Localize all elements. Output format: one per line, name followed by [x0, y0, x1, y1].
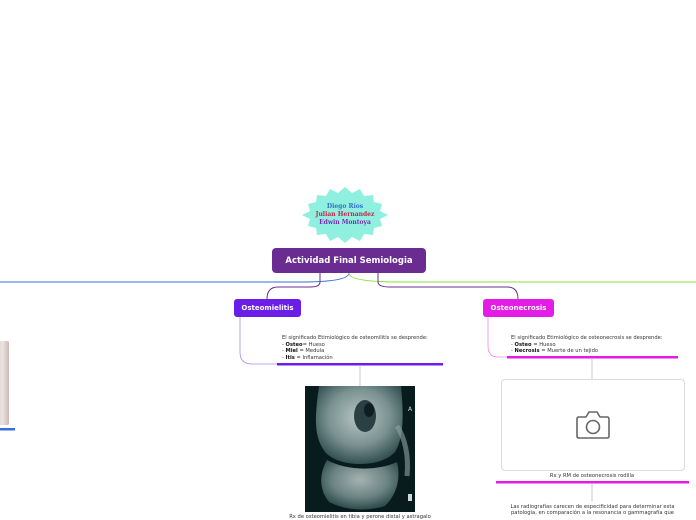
xray-illustration: A [315, 386, 413, 510]
etymology-item: - Itis = Inflamación [282, 354, 333, 361]
etymology-item: - Osteo = Hueso [511, 341, 556, 348]
camera-icon [576, 411, 610, 439]
etymology-intro: El significado Etimiológico de osteonecr… [511, 335, 663, 341]
etymology-intro: El significado Etimiológico de osteomili… [282, 335, 428, 341]
author-name: Julian Hernandez [315, 211, 375, 218]
left-branch-underline [0, 428, 15, 431]
etymology-item: - Miel = Medula [282, 348, 325, 355]
right-branch-line [348, 272, 696, 283]
osteomielitis-topic[interactable]: Osteomielitis [234, 299, 301, 317]
author-name: Diego Ríos [326, 203, 364, 210]
root-to-osteonecrosis-line [377, 273, 519, 300]
osteomielitis-image-caption: Rx de osteomielitis en tibia y perone di… [289, 514, 431, 520]
author-name: Edwin Montoya [319, 219, 371, 226]
osteomielitis-etymology[interactable]: El significado Etimiológico de osteomili… [282, 335, 447, 361]
root-to-osteomielitis-line [266, 273, 321, 300]
left-branch-line [0, 272, 350, 283]
osteonecrosis-topic[interactable]: Osteonecrosis [483, 299, 554, 317]
svg-text:A: A [408, 406, 413, 413]
authors-burst-shape [302, 187, 388, 243]
osteonecrosis-underline [507, 356, 678, 359]
osteonecrosis-note[interactable]: Las radiografías carecen de especificida… [496, 504, 689, 517]
etymology-item: - Osteo= Hueso [282, 341, 325, 348]
root-topic[interactable]: Actividad Final Semiologia [272, 248, 426, 273]
note-line: patologia, en comparación a la resonanci… [510, 510, 674, 517]
osteonecrosis-image-caption: Rx y RM de osteonecrosis rodilla [549, 473, 635, 479]
authors-badge[interactable]: Diego Ríos Julian Hernandez Edwin Montoy… [302, 187, 388, 243]
left-branch-image[interactable] [0, 341, 9, 425]
osteomielitis-underline [277, 363, 443, 366]
note-line: Las radiografías carecen de especificida… [510, 504, 675, 510]
osteonecrosis-etymology[interactable]: El significado Etimiológico de osteonecr… [511, 335, 681, 355]
osteomielitis-xray-image[interactable]: A [305, 386, 415, 512]
osteomielitis-child-line [239, 317, 280, 365]
osteonecrosis-image-placeholder[interactable] [501, 379, 685, 471]
etymology-item: - Necrosis = Muerte de un tejido [511, 348, 599, 355]
osteonecrosis-child-line [487, 317, 508, 358]
osteonecrosis-caption-underline [496, 481, 689, 484]
